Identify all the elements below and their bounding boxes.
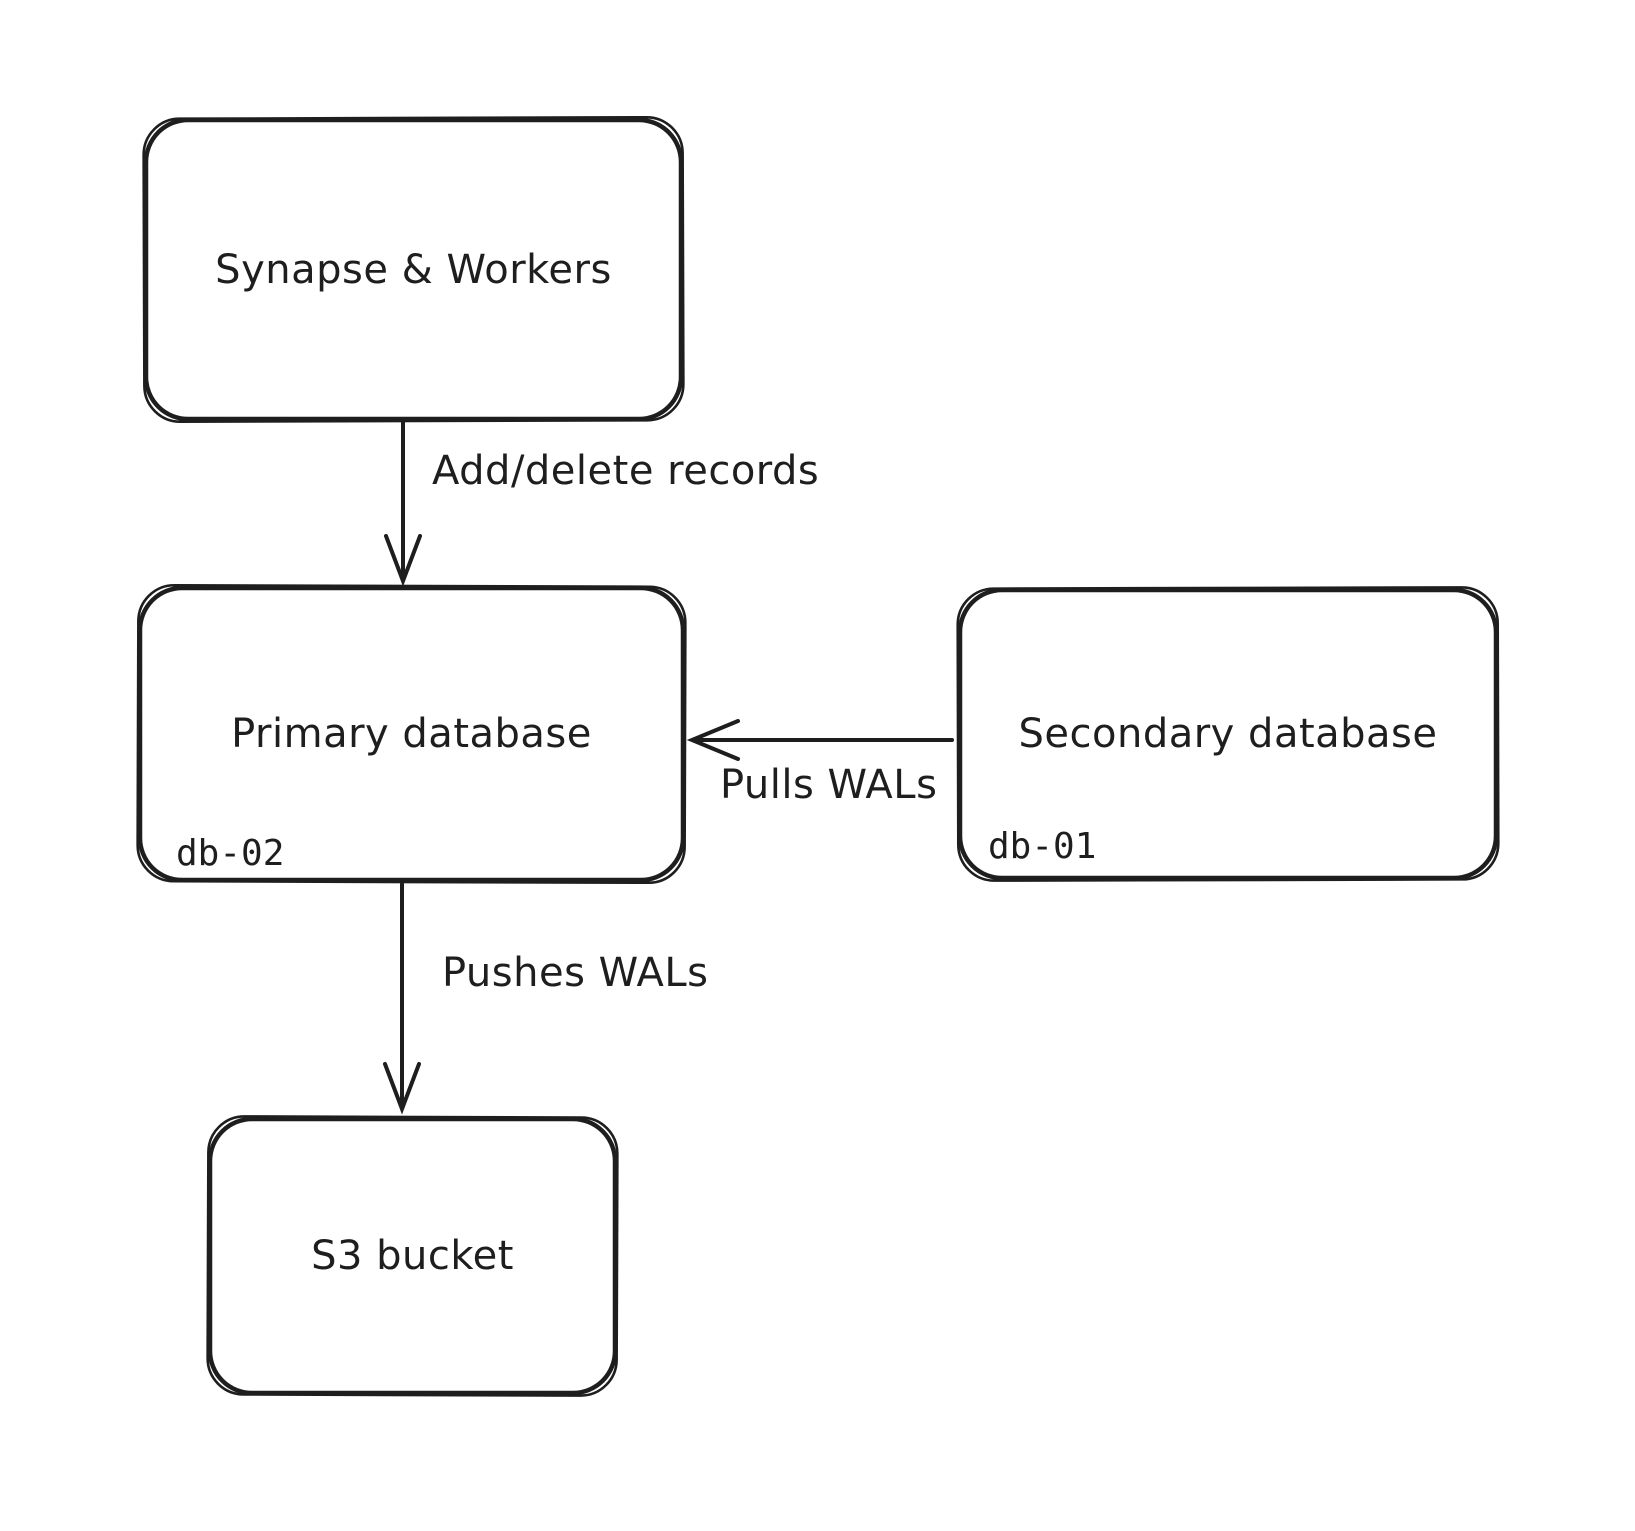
edge-arrow-pushes-wals [383,882,421,1115]
edge-arrow-pulls-wals [686,719,954,761]
edge-arrow-add-delete-records [384,419,422,587]
node-box-s3-bucket [206,1115,619,1397]
node-box-secondary-database [956,586,1500,882]
node-box-synapse-workers [142,115,685,424]
node-box-primary-database [136,583,687,885]
